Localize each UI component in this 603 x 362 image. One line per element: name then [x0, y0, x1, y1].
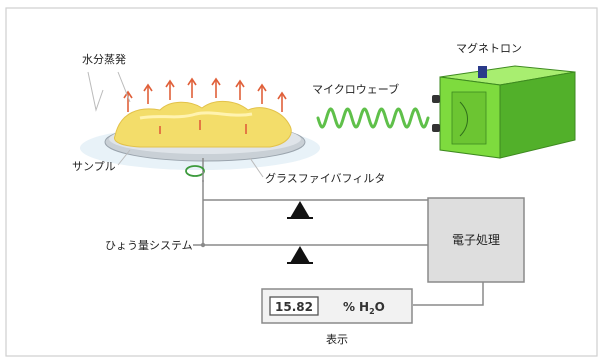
display-unit: %H2O: [343, 300, 385, 316]
water-evaporation-label: 水分蒸発: [82, 52, 126, 66]
magnetron-label: マグネトロン: [456, 41, 522, 55]
glass-fiber-filter-label: グラスファイバフィルタ: [265, 171, 385, 185]
sample-mound: [113, 101, 292, 148]
load-cell-triangle-icon: [290, 201, 310, 218]
microwave-wave: [316, 107, 430, 129]
microwave-label: マイクロウェーブ: [312, 82, 399, 96]
steam-arrows: [123, 77, 287, 134]
sensor-upper: [287, 201, 313, 219]
electronic-processing-box: [427, 197, 525, 283]
display-label: 表示: [326, 332, 348, 346]
display-value: 15.82: [275, 300, 313, 314]
sample-dish: [80, 101, 320, 182]
display-wire: [413, 282, 484, 306]
sensor-lower: [287, 246, 313, 264]
weighing-system-label: ひょう量システム: [105, 239, 193, 252]
magnetron-box-icon: [432, 65, 576, 159]
electronic-processing-label: 電子処理: [452, 233, 500, 247]
weighing-spring-icon: [185, 165, 205, 177]
sample-label: サンプル: [72, 160, 116, 173]
evaporation-leader: [87, 71, 131, 112]
display-value-box: [269, 296, 319, 316]
wiring: [202, 180, 484, 306]
magnetron-connector-icon: [478, 66, 487, 78]
load-cell-triangle-icon: [290, 246, 310, 263]
